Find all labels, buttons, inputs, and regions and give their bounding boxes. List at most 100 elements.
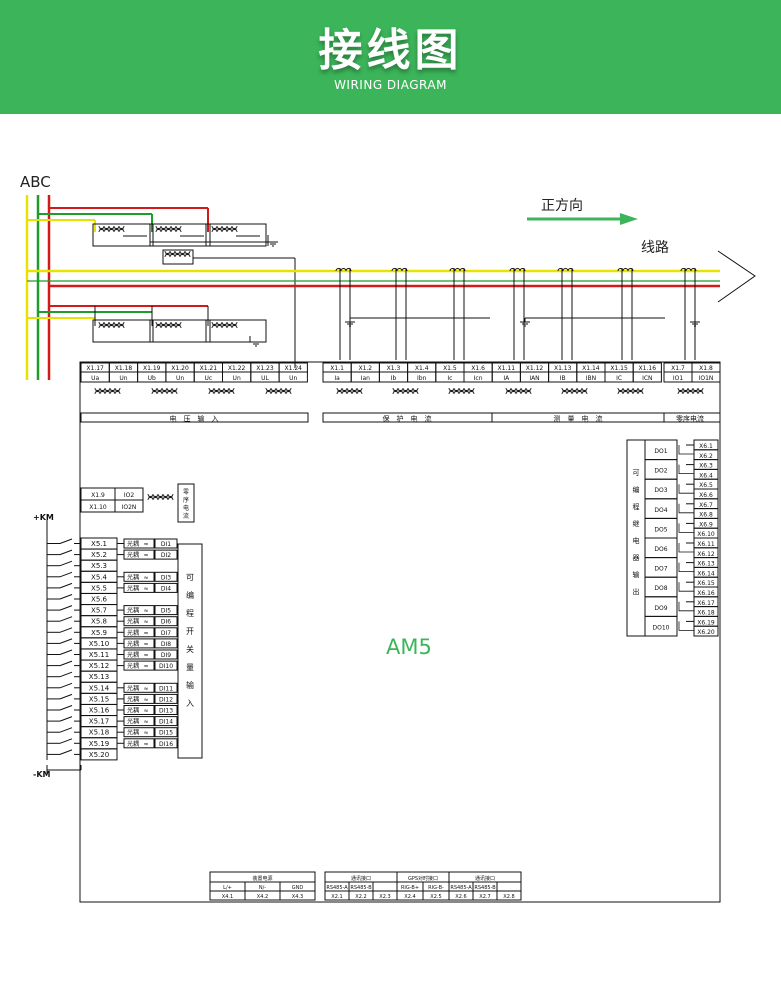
opto-box: [123, 705, 155, 715]
coil-secondary: [208, 391, 235, 395]
relay-contact-icon: [678, 543, 694, 553]
do-terminal-id: X6.15: [697, 580, 715, 587]
coil-primary: [164, 250, 191, 254]
coil-primary: [208, 387, 235, 391]
do-group-char: 可: [633, 469, 640, 477]
opto-label: 光耦: [127, 718, 139, 726]
di-terminal-id: X5.7: [91, 607, 107, 615]
relay-contact-icon: [678, 621, 694, 631]
do-group-char: 输: [633, 570, 640, 579]
pt-transformer-icon: [211, 225, 238, 233]
opto-label: 光耦: [127, 618, 139, 626]
bottom-cell-id: X2.7: [479, 894, 490, 900]
contact-switch-icon: [59, 705, 73, 711]
terminal-signal: Ian: [361, 375, 370, 382]
di-name-box: [154, 549, 178, 560]
bottom-cell-id: X2.6: [455, 894, 466, 900]
opto-symbol: ≈: [143, 708, 148, 715]
di-group-box: [177, 543, 203, 759]
do-group-char: 继: [633, 519, 640, 528]
contact-switch-icon: [59, 738, 73, 744]
di-name: DI7: [161, 630, 171, 637]
zero-seq-id: X1.9: [91, 492, 105, 499]
opto-box: [123, 693, 155, 704]
opto-symbol: ≈: [143, 585, 148, 592]
coil-primary: [155, 225, 182, 229]
di-name-box: [154, 605, 178, 616]
di-name: DI2: [161, 552, 171, 559]
di-terminal-id: X5.9: [91, 629, 107, 637]
terminal-id: X1.4: [415, 365, 429, 372]
opto-symbol: ≈: [143, 719, 148, 726]
do-terminal-id: X6.18: [697, 610, 715, 617]
contact-switch-icon: [59, 616, 73, 622]
di-name-box: [154, 627, 178, 638]
terminal-signal: IO1N: [699, 375, 714, 382]
opto-symbol: ≈: [143, 552, 148, 559]
bottom-cell-signal: RS485-A: [326, 885, 348, 891]
ct-coil-icon: [335, 268, 352, 272]
do-terminal-id: X6.3: [699, 463, 713, 470]
contact-switch-icon: [59, 549, 73, 556]
di-name-box: [154, 571, 178, 582]
coil-primary: [98, 225, 125, 229]
terminal-id: X1.15: [610, 365, 628, 372]
do-name-box: [644, 615, 678, 637]
page-title: 接线图: [318, 25, 463, 76]
opto-label: 光耦: [127, 584, 139, 592]
contact-switch-icon: [59, 749, 73, 755]
ct-coil-icon: [509, 268, 526, 272]
di-name: DI11: [159, 685, 173, 692]
opto-box: [123, 616, 155, 627]
coil-secondary: [147, 497, 174, 501]
di-terminal-id: X5.16: [89, 707, 110, 715]
di-terminal-id: X5.4: [91, 573, 107, 581]
terminal-id: X1.22: [228, 365, 246, 372]
di-name-box: [154, 705, 178, 715]
terminal-signal: IAN: [529, 375, 539, 382]
terminal-id: X1.1: [330, 365, 344, 372]
opto-label: 光耦: [127, 695, 139, 703]
group-label-protect: 保 护 电 流: [383, 414, 432, 423]
di-group-char: 量: [186, 663, 194, 672]
coil-secondary: [211, 229, 238, 233]
terminal-signal: Ic: [447, 375, 452, 382]
contact-switch-icon: [59, 594, 73, 600]
bottom-cell-signal: RIG-B+: [401, 885, 419, 891]
contact-switch-icon: [59, 649, 73, 655]
coil-primary: [94, 387, 121, 391]
terminal-id: X1.3: [387, 365, 401, 372]
bottom-cell-signal: GND: [292, 885, 304, 891]
bottom-cell-id: X2.2: [355, 894, 366, 900]
do-terminal-id: X6.7: [699, 502, 713, 509]
bottom-box-title-text: 通讯接口: [475, 875, 495, 882]
terminal-signal: Ua: [91, 375, 99, 382]
coil-primary: [147, 493, 174, 497]
input-transformer-icon: [505, 387, 532, 395]
do-terminal-id: X6.10: [697, 531, 715, 538]
phase-label: ABC: [20, 173, 51, 191]
di-name: DI5: [161, 608, 171, 615]
coil-primary: [211, 225, 238, 229]
coil-secondary: [336, 391, 363, 395]
di-name: DI10: [159, 663, 173, 670]
opto-label: 光耦: [127, 684, 139, 692]
terminal-signal: Un: [176, 375, 184, 382]
bottom-cell: [372, 881, 398, 892]
contact-switch-icon: [59, 671, 73, 678]
do-group-char: 器: [633, 554, 640, 562]
relay-contact-icon: [678, 582, 694, 592]
input-transformer-icon: [151, 387, 178, 395]
di-name: DI1: [161, 541, 171, 548]
opto-box: [123, 582, 155, 593]
coil-primary: [151, 387, 178, 391]
zero-seq-label-char: 流: [183, 512, 189, 520]
coil-primary: [677, 387, 704, 391]
do-terminal-id: X6.6: [699, 492, 713, 499]
terminal-signal: Ib: [391, 375, 397, 382]
do-terminal-id: X6.5: [699, 482, 713, 489]
relay-contact-icon: [678, 464, 694, 474]
terminal-signal: Uc: [204, 375, 212, 382]
bottom-box-title-text: GPS对时接口: [408, 875, 438, 882]
do-terminal-id: X6.13: [697, 561, 715, 568]
